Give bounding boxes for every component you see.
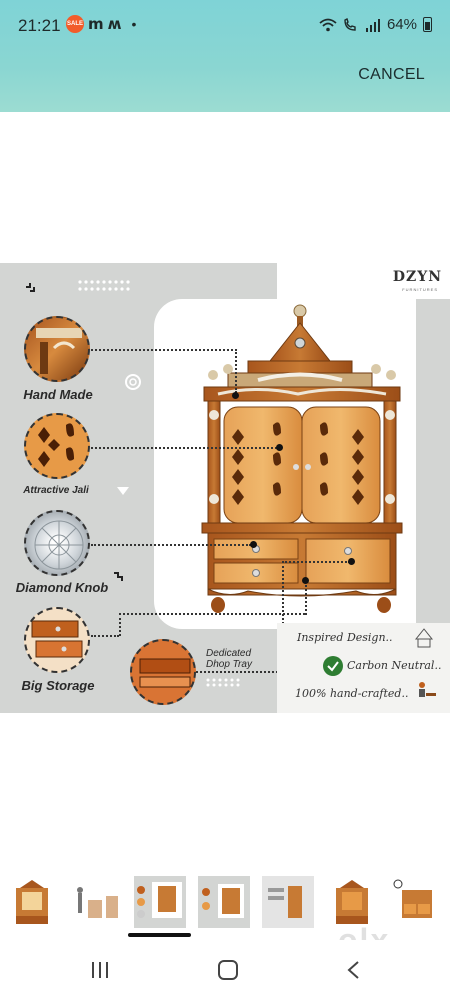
craftsman-icon bbox=[419, 682, 436, 697]
connector-dot bbox=[232, 392, 239, 399]
connector-dot bbox=[348, 558, 355, 565]
m-icon: m bbox=[88, 15, 104, 33]
connector-line bbox=[235, 349, 237, 393]
feature-label-attractive-jali: Attractive Jali bbox=[23, 485, 89, 496]
product-image[interactable]: DZYN FURNITURES bbox=[0, 263, 450, 713]
m-icon: ʍ bbox=[107, 15, 122, 33]
connector-line bbox=[91, 635, 119, 637]
thumbnail-1[interactable] bbox=[6, 876, 58, 928]
feature-label-hand-made: Hand Made bbox=[23, 387, 93, 402]
tagline-panel: Inspired Design.. Carbon Neutral.. 100% … bbox=[277, 623, 450, 713]
decorative-dots bbox=[206, 678, 240, 687]
connector-line bbox=[282, 561, 350, 563]
dhop-tray-image bbox=[130, 639, 196, 705]
connector-line bbox=[119, 613, 121, 636]
brand-panel: DZYN FURNITURES bbox=[277, 263, 450, 299]
tagline-carbon: Carbon Neutral.. bbox=[347, 659, 442, 672]
thumbnail-strip bbox=[0, 870, 450, 934]
attractive-jali-image bbox=[24, 413, 90, 479]
call-icon bbox=[344, 17, 356, 31]
recent-apps-icon[interactable] bbox=[88, 960, 112, 980]
decorative-step bbox=[114, 572, 123, 581]
signal-icon bbox=[365, 18, 380, 32]
system-icons: 64% bbox=[319, 16, 432, 33]
cancel-button[interactable]: CANCEL bbox=[358, 66, 425, 83]
notification-icons: SALE m ʍ • bbox=[66, 15, 136, 33]
thumbnail-3[interactable] bbox=[134, 876, 186, 928]
connector-line bbox=[305, 581, 307, 615]
dot-icon: • bbox=[131, 16, 137, 32]
thumbnail-4[interactable] bbox=[198, 876, 250, 928]
dhop-tray-label: Dedicated Dhop Tray bbox=[206, 648, 252, 670]
wifi-icon bbox=[319, 18, 337, 31]
home-icon[interactable] bbox=[216, 958, 240, 982]
app-badge-icon: SALE bbox=[66, 15, 84, 33]
connector-dot bbox=[276, 444, 283, 451]
thumbnail-7[interactable] bbox=[390, 876, 442, 928]
feature-label-diamond-knob: Diamond Knob bbox=[15, 580, 109, 595]
thumbnail-6[interactable] bbox=[326, 876, 378, 928]
decorative-ring bbox=[125, 374, 141, 390]
brand-logo: DZYN bbox=[392, 269, 442, 285]
tagline-handcrafted: 100% hand-crafted.. bbox=[295, 687, 409, 700]
temple-icon bbox=[414, 628, 434, 648]
navigation-bar bbox=[0, 940, 450, 1000]
connector-line bbox=[91, 447, 277, 449]
connector-dot bbox=[250, 541, 257, 548]
thumbnail-5[interactable] bbox=[262, 876, 314, 928]
big-storage-image bbox=[24, 607, 90, 673]
hand-made-image bbox=[24, 316, 90, 382]
brand-sub: FURNITURES bbox=[402, 287, 438, 292]
temple-illustration bbox=[201, 304, 403, 613]
diamond-knob-image bbox=[24, 510, 90, 576]
connector-line bbox=[119, 613, 305, 615]
thumbnail-2[interactable] bbox=[70, 876, 122, 928]
connector-dot bbox=[302, 577, 309, 584]
connector-line bbox=[282, 561, 284, 672]
connector-line bbox=[91, 544, 251, 546]
triangle-marker bbox=[117, 487, 129, 495]
connector-line bbox=[196, 671, 282, 673]
feature-label-big-storage: Big Storage bbox=[21, 678, 95, 693]
battery-percent: 64% bbox=[386, 16, 417, 33]
leaf-check-icon bbox=[323, 656, 343, 676]
back-icon[interactable] bbox=[344, 960, 364, 980]
tagline-inspired: Inspired Design.. bbox=[297, 631, 393, 644]
decorative-dots bbox=[26, 280, 130, 292]
status-time: 21:21 bbox=[18, 16, 61, 35]
status-bar: 21:21 SALE m ʍ • 64% CANCEL bbox=[0, 0, 450, 112]
connector-line bbox=[91, 349, 237, 351]
selected-thumbnail-indicator bbox=[128, 933, 191, 937]
battery-icon bbox=[423, 17, 432, 32]
